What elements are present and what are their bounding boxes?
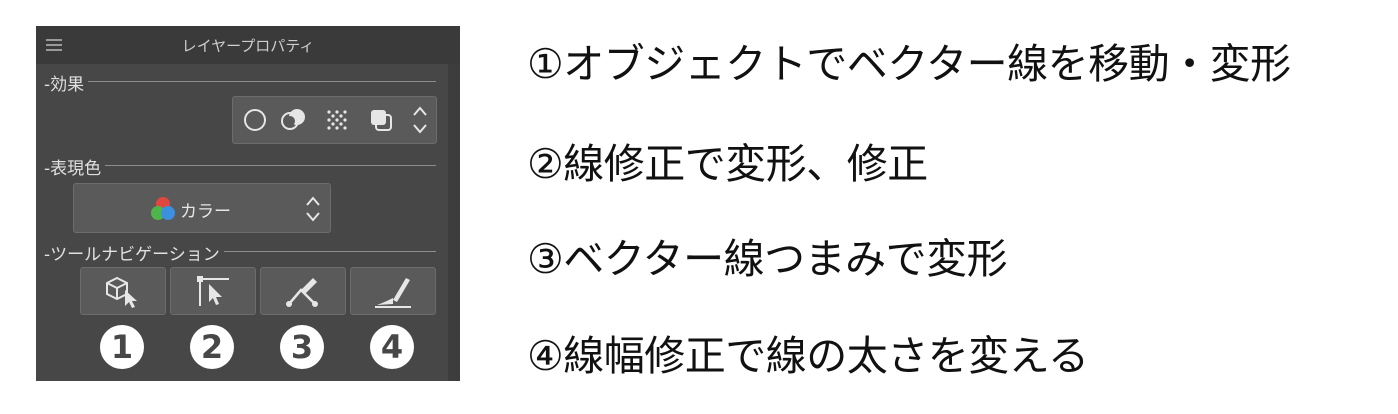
pinch-vector-line-icon: [286, 278, 318, 307]
object-tool-button[interactable]: [80, 267, 166, 315]
number-badge-2: 2: [190, 325, 234, 369]
tool-navigation-label-text: ツールナビゲーション: [50, 245, 220, 265]
number-badge-3: 3: [280, 325, 324, 369]
menu-icon[interactable]: [46, 39, 62, 51]
tone-effect-icon[interactable]: [281, 108, 307, 132]
expression-color-section-header: -表現色: [44, 154, 436, 179]
effects-toolbar: [232, 96, 437, 144]
object-select-icon: [106, 276, 137, 308]
description-line-4: ④線幅修正で線の太さを変える: [527, 332, 1089, 380]
description-line-1: ①オブジェクトでベクター線を移動・変形: [527, 40, 1291, 88]
effects-section-header: -効果: [44, 70, 436, 95]
chevron-up-down-icon[interactable]: [411, 103, 429, 137]
expression-color-select[interactable]: カラー: [73, 183, 331, 233]
chevron-up-down-icon: [306, 196, 320, 222]
number-badge-1: 1: [100, 325, 144, 369]
panel-scrollbar[interactable]: [448, 64, 460, 381]
description-line-3: ③ベクター線つまみで変形: [527, 235, 1008, 283]
tool-navigation-section-header: -ツールナビゲーション: [44, 240, 436, 265]
expression-color-label-text: 表現色: [50, 159, 102, 179]
color-mode-value: カラー: [180, 202, 231, 222]
halftone-effect-icon[interactable]: [325, 108, 349, 132]
color-mode-icon: [151, 197, 175, 220]
correct-line-tool-button[interactable]: [170, 267, 256, 315]
number-badge-4: 4: [370, 325, 414, 369]
effects-label-text: 効果: [50, 75, 85, 95]
description-line-2: ②線修正で変形、修正: [527, 140, 928, 188]
layer-color-effect-icon[interactable]: [369, 108, 393, 132]
border-effect-icon[interactable]: [243, 108, 267, 132]
line-width-tool-button[interactable]: [350, 267, 436, 315]
section-divider: [44, 251, 436, 252]
line-width-icon: [375, 278, 411, 308]
panel-titlebar: レイヤープロパティ: [36, 26, 460, 64]
pinch-vector-line-tool-button[interactable]: [260, 267, 346, 315]
tool-navigation-label: -ツールナビゲーション: [44, 240, 224, 265]
section-divider: [44, 165, 436, 166]
expression-color-label: -表現色: [44, 154, 106, 179]
correct-line-icon: [197, 276, 229, 306]
section-divider: [44, 81, 436, 82]
layer-property-panel: レイヤープロパティ -効果: [36, 26, 460, 381]
panel-title: レイヤープロパティ: [181, 37, 315, 55]
effects-label: -効果: [44, 70, 89, 95]
